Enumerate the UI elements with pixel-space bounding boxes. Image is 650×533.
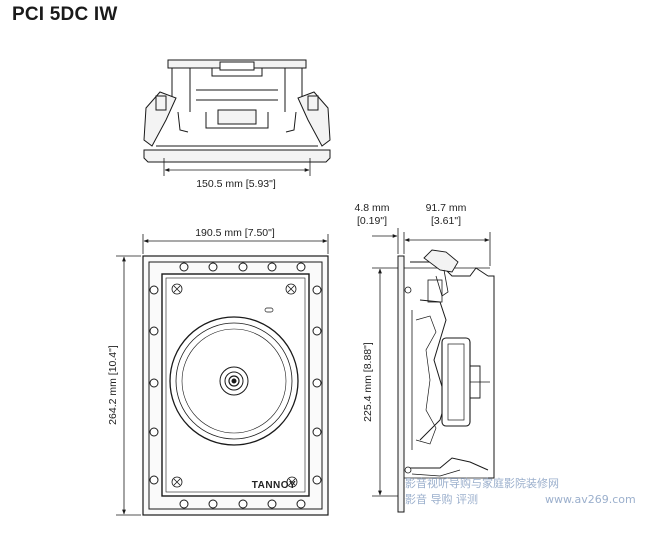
dim-front-height bbox=[116, 255, 141, 516]
woofer-surround bbox=[169, 316, 299, 446]
frame-holes bbox=[149, 262, 322, 509]
brand-logo: TANNOY bbox=[252, 480, 296, 491]
side-view bbox=[397, 249, 495, 513]
dim-side-depth bbox=[372, 228, 491, 266]
dim-body-depth-mm: 91.7 mm bbox=[426, 202, 467, 214]
baffle bbox=[161, 273, 310, 497]
dim-cutout-height bbox=[372, 267, 398, 497]
dim-front-width-label: 190.5 mm [7.50"] bbox=[195, 227, 275, 239]
dim-front-width bbox=[142, 234, 329, 254]
dim-flange-depth-mm: 4.8 mm bbox=[354, 202, 389, 214]
dim-front-height-label: 264.2 mm [10.4"] bbox=[107, 345, 119, 425]
dim-flange-depth-in: [0.19"] bbox=[357, 215, 387, 227]
dim-cutout-height-label: 225.4 mm [8.88"] bbox=[362, 342, 374, 422]
tweeter bbox=[219, 366, 249, 396]
watermark: 影音视听导购与家庭影院装修网 影音 导购 评测 www.av269.com bbox=[405, 476, 636, 506]
front-view bbox=[142, 255, 329, 516]
watermark-url: www.av269.com bbox=[545, 493, 636, 506]
dim-top-width-label: 150.5 mm [5.93"] bbox=[196, 178, 276, 190]
corner-screws bbox=[171, 283, 298, 488]
watermark-line1: 影音视听导购与家庭影院装修网 bbox=[405, 476, 559, 490]
dim-body-depth-in: [3.61"] bbox=[431, 215, 461, 227]
watermark-line2: 影音 导购 评测 bbox=[405, 492, 478, 506]
dim-top-width bbox=[163, 158, 311, 176]
page-title: PCI 5DC IW bbox=[12, 4, 118, 25]
top-view bbox=[143, 59, 331, 163]
